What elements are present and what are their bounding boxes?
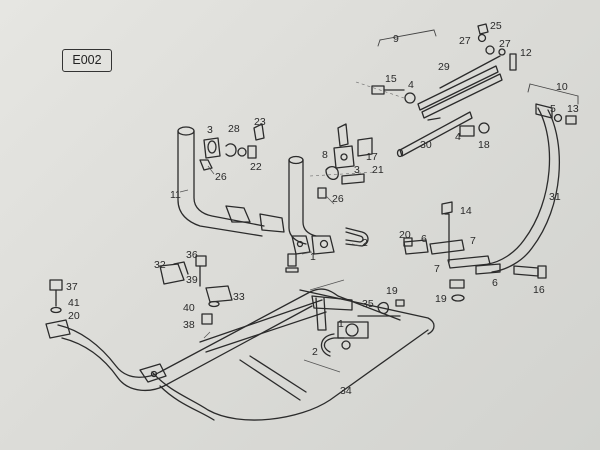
callout-label: 41 [68, 297, 80, 309]
callout-label: 2 [312, 346, 318, 358]
adjuster-rod-assembly-part-9 [355, 23, 517, 119]
lower-clamp-assembly [320, 315, 401, 357]
callout-label: 32 [154, 259, 166, 271]
callout-label: 27 [499, 38, 511, 50]
callout-label: 7 [434, 263, 440, 275]
callout-label: 19 [435, 293, 447, 305]
callout-label: 28 [228, 123, 240, 135]
callout-label: 25 [490, 20, 502, 32]
callout-label: 17 [366, 151, 378, 163]
right-bolt-group [403, 201, 547, 302]
callout-label: 33 [233, 291, 245, 303]
leader-lines [179, 165, 361, 373]
callout-label: 37 [66, 281, 78, 293]
callout-label: 4 [455, 131, 461, 143]
rear-brace-part-31 [487, 83, 579, 273]
callout-label: 18 [478, 139, 490, 151]
callout-label: 40 [183, 302, 195, 314]
callout-label: 20 [68, 310, 80, 322]
left-small-parts-group [45, 255, 233, 339]
callout-label: 8 [322, 149, 328, 161]
callout-label: 19 [386, 285, 398, 297]
callout-label: 10 [556, 81, 568, 93]
upper-seat-frame-part-11 [177, 126, 317, 255]
callout-label: 14 [460, 205, 472, 217]
callout-label: 12 [520, 47, 532, 59]
main-frame-part-34 [57, 288, 435, 421]
long-shaft-part-30 [396, 111, 490, 158]
callout-label: 39 [186, 274, 198, 286]
callout-label: 27 [459, 35, 471, 47]
callout-label: 4 [408, 79, 414, 91]
callout-label: 22 [250, 161, 262, 173]
callout-label: 38 [183, 319, 195, 331]
callout-label: 26 [332, 193, 344, 205]
callout-label: 35 [362, 298, 374, 310]
callout-label: 13 [567, 103, 579, 115]
callout-label: 23 [254, 116, 266, 128]
callout-label: 3 [354, 164, 360, 176]
clamp-block-group-left [199, 123, 265, 171]
callout-label: 20 [399, 229, 411, 241]
callout-label: 1 [338, 318, 344, 330]
callout-label: 21 [372, 164, 384, 176]
callout-label: 31 [549, 191, 561, 203]
callout-label: 6 [421, 233, 427, 245]
callout-label: 34 [340, 385, 352, 397]
callout-label: 16 [533, 284, 545, 296]
callout-label: 5 [550, 103, 556, 115]
callout-labels: 1 1 2 2 3 3 4 4 5 6 6 7 7 8 9 10 11 12 1… [66, 20, 579, 397]
callout-label: 1 [310, 251, 316, 263]
callout-label: 9 [393, 33, 399, 45]
callout-label: 3 [207, 124, 213, 136]
callout-label: 30 [420, 139, 432, 151]
callout-label: 11 [170, 189, 181, 201]
upper-bracket-group [285, 227, 369, 273]
callout-label: 36 [186, 249, 198, 261]
callout-label: 15 [385, 73, 397, 85]
callout-label: 26 [215, 171, 227, 183]
callout-label: 29 [438, 61, 450, 73]
drawing-code-box: E002 [62, 49, 112, 72]
callout-label: 2 [362, 237, 368, 249]
center-small-parts-group [377, 299, 405, 315]
clamp-block-group-right [309, 123, 377, 199]
callout-label: 6 [492, 277, 498, 289]
callout-label: 7 [470, 235, 476, 247]
